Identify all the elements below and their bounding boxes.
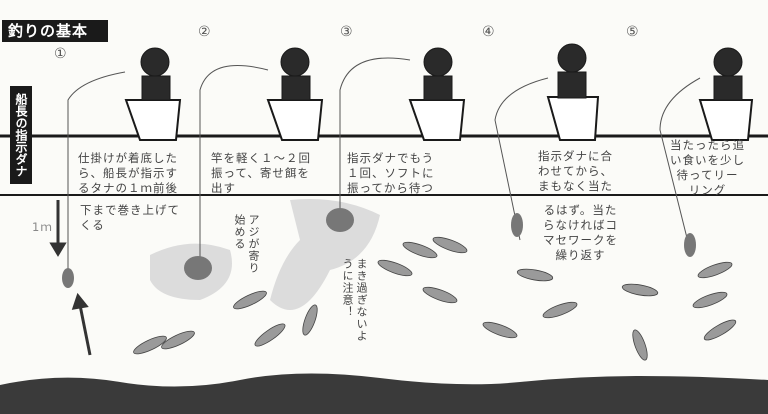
depth-label: 1ｍ <box>32 220 53 234</box>
boats <box>124 43 754 141</box>
fishing-lines <box>67 57 701 280</box>
sinkers <box>62 208 696 288</box>
step-1-text-cont: 下まで巻き上げて くる <box>80 203 180 232</box>
step-4-number: ④ <box>482 24 495 40</box>
page-title: 釣りの基本 <box>2 20 108 42</box>
step-2-note: アジが寄り始める <box>233 214 260 274</box>
step-5-number: ⑤ <box>626 24 639 40</box>
fish-school <box>133 236 737 361</box>
step-3-number: ③ <box>340 24 353 40</box>
side-label: 船長の指示ダナ <box>10 86 32 184</box>
step-2-text: 竿を軽く１～２回 振って、寄せ餌を 出す <box>211 151 311 195</box>
step-5-text: 当たったら追 い食いを少し 待ってリー リング <box>670 138 745 197</box>
step-3-text: 指示ダナでもう １回、ソフトに 振ってから待つ <box>347 151 435 195</box>
step-1-text: 仕掛けが着底した ら、船長が指示す るタナの１ｍ前後 <box>78 151 178 195</box>
step-4-text: 指示ダナに合 わせてから、 まもなく当た <box>538 149 613 193</box>
arrows <box>49 200 92 356</box>
step-3-note: まき過ぎないように注意！ <box>341 258 368 342</box>
step-4-text-cont: るはず。当た らなければコ マセワークを 繰り返す <box>543 203 618 262</box>
step-2-number: ② <box>198 24 211 40</box>
step-1-number: ① <box>54 46 67 62</box>
seabed <box>0 373 768 414</box>
